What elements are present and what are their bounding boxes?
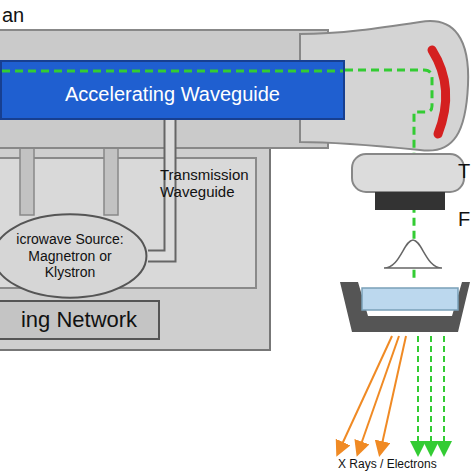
text-stack: Accelerating Waveguide: [65, 82, 280, 106]
node-text: icrowave Source: Magnetron or Klystron: [16, 231, 124, 281]
bending-magnet: [432, 50, 446, 134]
text-stack: icrowave Source: Magnetron or Klystron: [16, 231, 124, 281]
stand-support: [20, 145, 34, 215]
x-ray-arrow: [380, 336, 406, 453]
electron-arrow: [430, 336, 432, 453]
beam-dash: [2, 70, 343, 73]
cut-label: an: [2, 4, 24, 27]
electron-arrow: [417, 336, 419, 453]
node-text: ing Network: [21, 307, 137, 333]
stand-support: [104, 145, 118, 215]
node-text: Accelerating Waveguide: [65, 82, 280, 106]
flattening-filter: [384, 240, 442, 268]
output-label: X Rays / Electrons: [338, 458, 437, 472]
part-label: T: [458, 160, 470, 183]
part-label: F: [458, 208, 470, 231]
network-box: ing Network: [0, 300, 160, 340]
waveguide-band: Accelerating Waveguide: [0, 60, 345, 120]
microwave-source-ellipse: icrowave Source: Magnetron or Klystron: [0, 213, 148, 299]
text-stack: ing Network: [21, 307, 137, 333]
electron-arrow: [443, 336, 445, 453]
target-block: [375, 192, 445, 210]
tray-plate: [362, 288, 458, 310]
filter-tray: [340, 282, 470, 332]
ellipse-shape: [0, 214, 146, 297]
collimator-housing: [352, 154, 464, 192]
part-label: Transmission Waveguide: [160, 166, 264, 201]
